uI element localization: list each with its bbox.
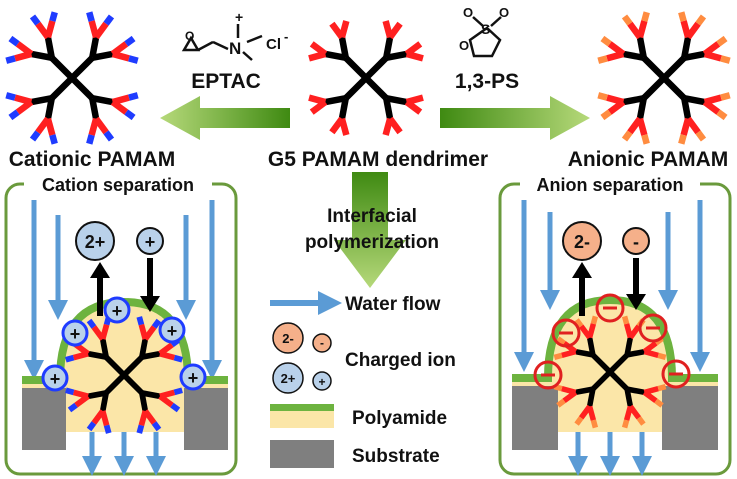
- anion-ion-2minus-label: 2-: [574, 232, 590, 252]
- cation-ion-plus-label: +: [145, 232, 156, 252]
- anion-substrate-right: [662, 386, 718, 450]
- legend-water-flow: Water flow: [345, 294, 441, 315]
- eptac-n: N: [229, 39, 241, 58]
- anion-water-flow-arrows: [514, 200, 710, 476]
- eptac-o: O: [185, 29, 194, 43]
- eptac-n-charge: +: [235, 9, 243, 25]
- cationic-label: Cationic PAMAM: [9, 148, 175, 171]
- legend-ion-2plus-label: 2+: [281, 371, 296, 386]
- cation-membrane-dendrimer: [65, 316, 183, 434]
- anion-panel-title: Anion separation: [536, 175, 683, 195]
- legend-ion-minus-label: -: [320, 336, 324, 350]
- ps-s: S: [481, 21, 490, 37]
- ip-line1: Interfacial: [327, 206, 417, 227]
- eptac-cl: Cl: [266, 36, 281, 53]
- arrow-to-cationic: [160, 96, 290, 140]
- surface-charge-plus: +: [188, 368, 199, 388]
- cation-substrate-left: [22, 388, 66, 450]
- cation-water-flow-arrows: [24, 200, 222, 476]
- surface-charge-plus: +: [50, 369, 61, 389]
- anion-ion-2minus: [562, 221, 602, 261]
- cation-ion-2plus: [75, 221, 115, 261]
- surface-charge-plus: +: [167, 321, 178, 341]
- cation-ion-2plus-label: 2+: [85, 232, 106, 252]
- center-label: G5 PAMAM dendrimer: [268, 148, 488, 171]
- legend-ion-2plus: [272, 362, 304, 394]
- ps-o1: O: [463, 5, 473, 20]
- anion-separation-panel: Anion separation: [498, 174, 732, 476]
- legend-charged-ion: Charged ion: [345, 350, 456, 371]
- arrow-down-polymerization: [334, 172, 406, 288]
- legend-ion-2minus-label: 2-: [282, 331, 294, 346]
- anion-surface-charges: [533, 293, 691, 390]
- propane-sultone-structure: S O O O: [459, 5, 509, 58]
- arrow-to-anionic: [440, 96, 590, 140]
- cation-surface-charges: + + + + +: [41, 296, 207, 392]
- anion-membrane-dendrimer: [553, 315, 667, 429]
- legend-substrate: Substrate: [352, 446, 440, 467]
- eptac-label: EPTAC: [191, 70, 261, 93]
- legend-polyamide: Polyamide: [352, 408, 447, 429]
- anionic-label: Anionic PAMAM: [568, 148, 729, 171]
- legend: Water flow 2- - 2+ + Charged ion Polyami…: [270, 291, 456, 468]
- cation-substrate-right: [184, 388, 228, 450]
- legend-ion-2minus: [272, 322, 304, 354]
- cationic-dendrimer: [5, 11, 139, 145]
- surface-charge-plus: +: [112, 301, 123, 321]
- ps-label: 1,3-PS: [455, 70, 519, 93]
- eptac-structure: O N + Cl -: [181, 9, 288, 61]
- anion-ion-minus: [622, 227, 650, 255]
- anion-ion-minus-label: -: [633, 232, 639, 252]
- ip-line2: polymerization: [305, 232, 439, 253]
- ps-o2: O: [499, 5, 509, 20]
- anion-substrate-left: [512, 386, 558, 450]
- cation-separation-panel: Cation separation + + + + +: [4, 174, 238, 476]
- anionic-dendrimer: [597, 11, 731, 145]
- ps-o-ring: O: [459, 38, 469, 53]
- cation-panel-title: Cation separation: [42, 175, 194, 195]
- eptac-cl-charge: -: [284, 29, 288, 44]
- cation-ion-plus: [136, 227, 164, 255]
- legend-ion-plus-label: +: [318, 375, 325, 389]
- legend-ion-minus: [312, 333, 332, 353]
- legend-ion-plus: [312, 371, 332, 391]
- g5-pamam-dendrimer: [308, 20, 424, 136]
- surface-charge-plus: +: [70, 324, 81, 344]
- legend-substrate-swatch: [270, 440, 334, 468]
